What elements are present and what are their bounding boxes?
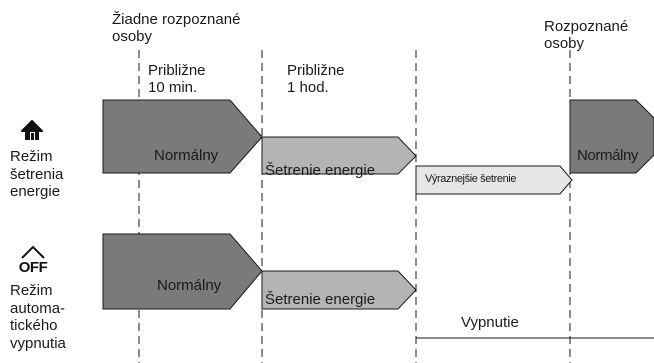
state-label-saving-auto: Šetrenie energie	[265, 291, 376, 308]
state-label-normal-auto: Normálny	[157, 277, 222, 294]
header-no-persons: Žiadne rozpoznané osoby	[112, 11, 241, 45]
header-approx-1h: Približne 1 hod.	[287, 62, 345, 96]
off-icon-text: OFF	[19, 259, 48, 276]
state-arrow-normal-1	[102, 99, 263, 174]
state-arrow-normal-auto	[102, 233, 263, 310]
mode-label-energy-saving: Režim šetrenia energie	[10, 148, 64, 201]
state-label-power-off: Vypnutie	[461, 314, 519, 331]
off-icon: OFF	[19, 245, 48, 276]
state-arrow-saving-1	[261, 136, 417, 175]
state-arrow-saving-auto	[261, 270, 417, 310]
state-label-strong-saving: Výraznejšie šetrenie	[425, 173, 517, 185]
house-icon	[21, 120, 43, 140]
state-label-normal-1: Normálny	[154, 147, 219, 164]
header-persons-detected: Rozpoznané osoby	[544, 18, 629, 52]
state-label-normal-2: Normálny	[577, 147, 638, 164]
header-approx-10min: Približne 10 min.	[148, 62, 206, 96]
state-arrow-normal-2	[569, 99, 654, 174]
state-label-saving-1: Šetrenie energie	[265, 162, 376, 179]
state-arrow-strong-saving	[415, 165, 573, 195]
mode-label-auto-off: Režim automa- tického vypnutia	[10, 282, 66, 353]
